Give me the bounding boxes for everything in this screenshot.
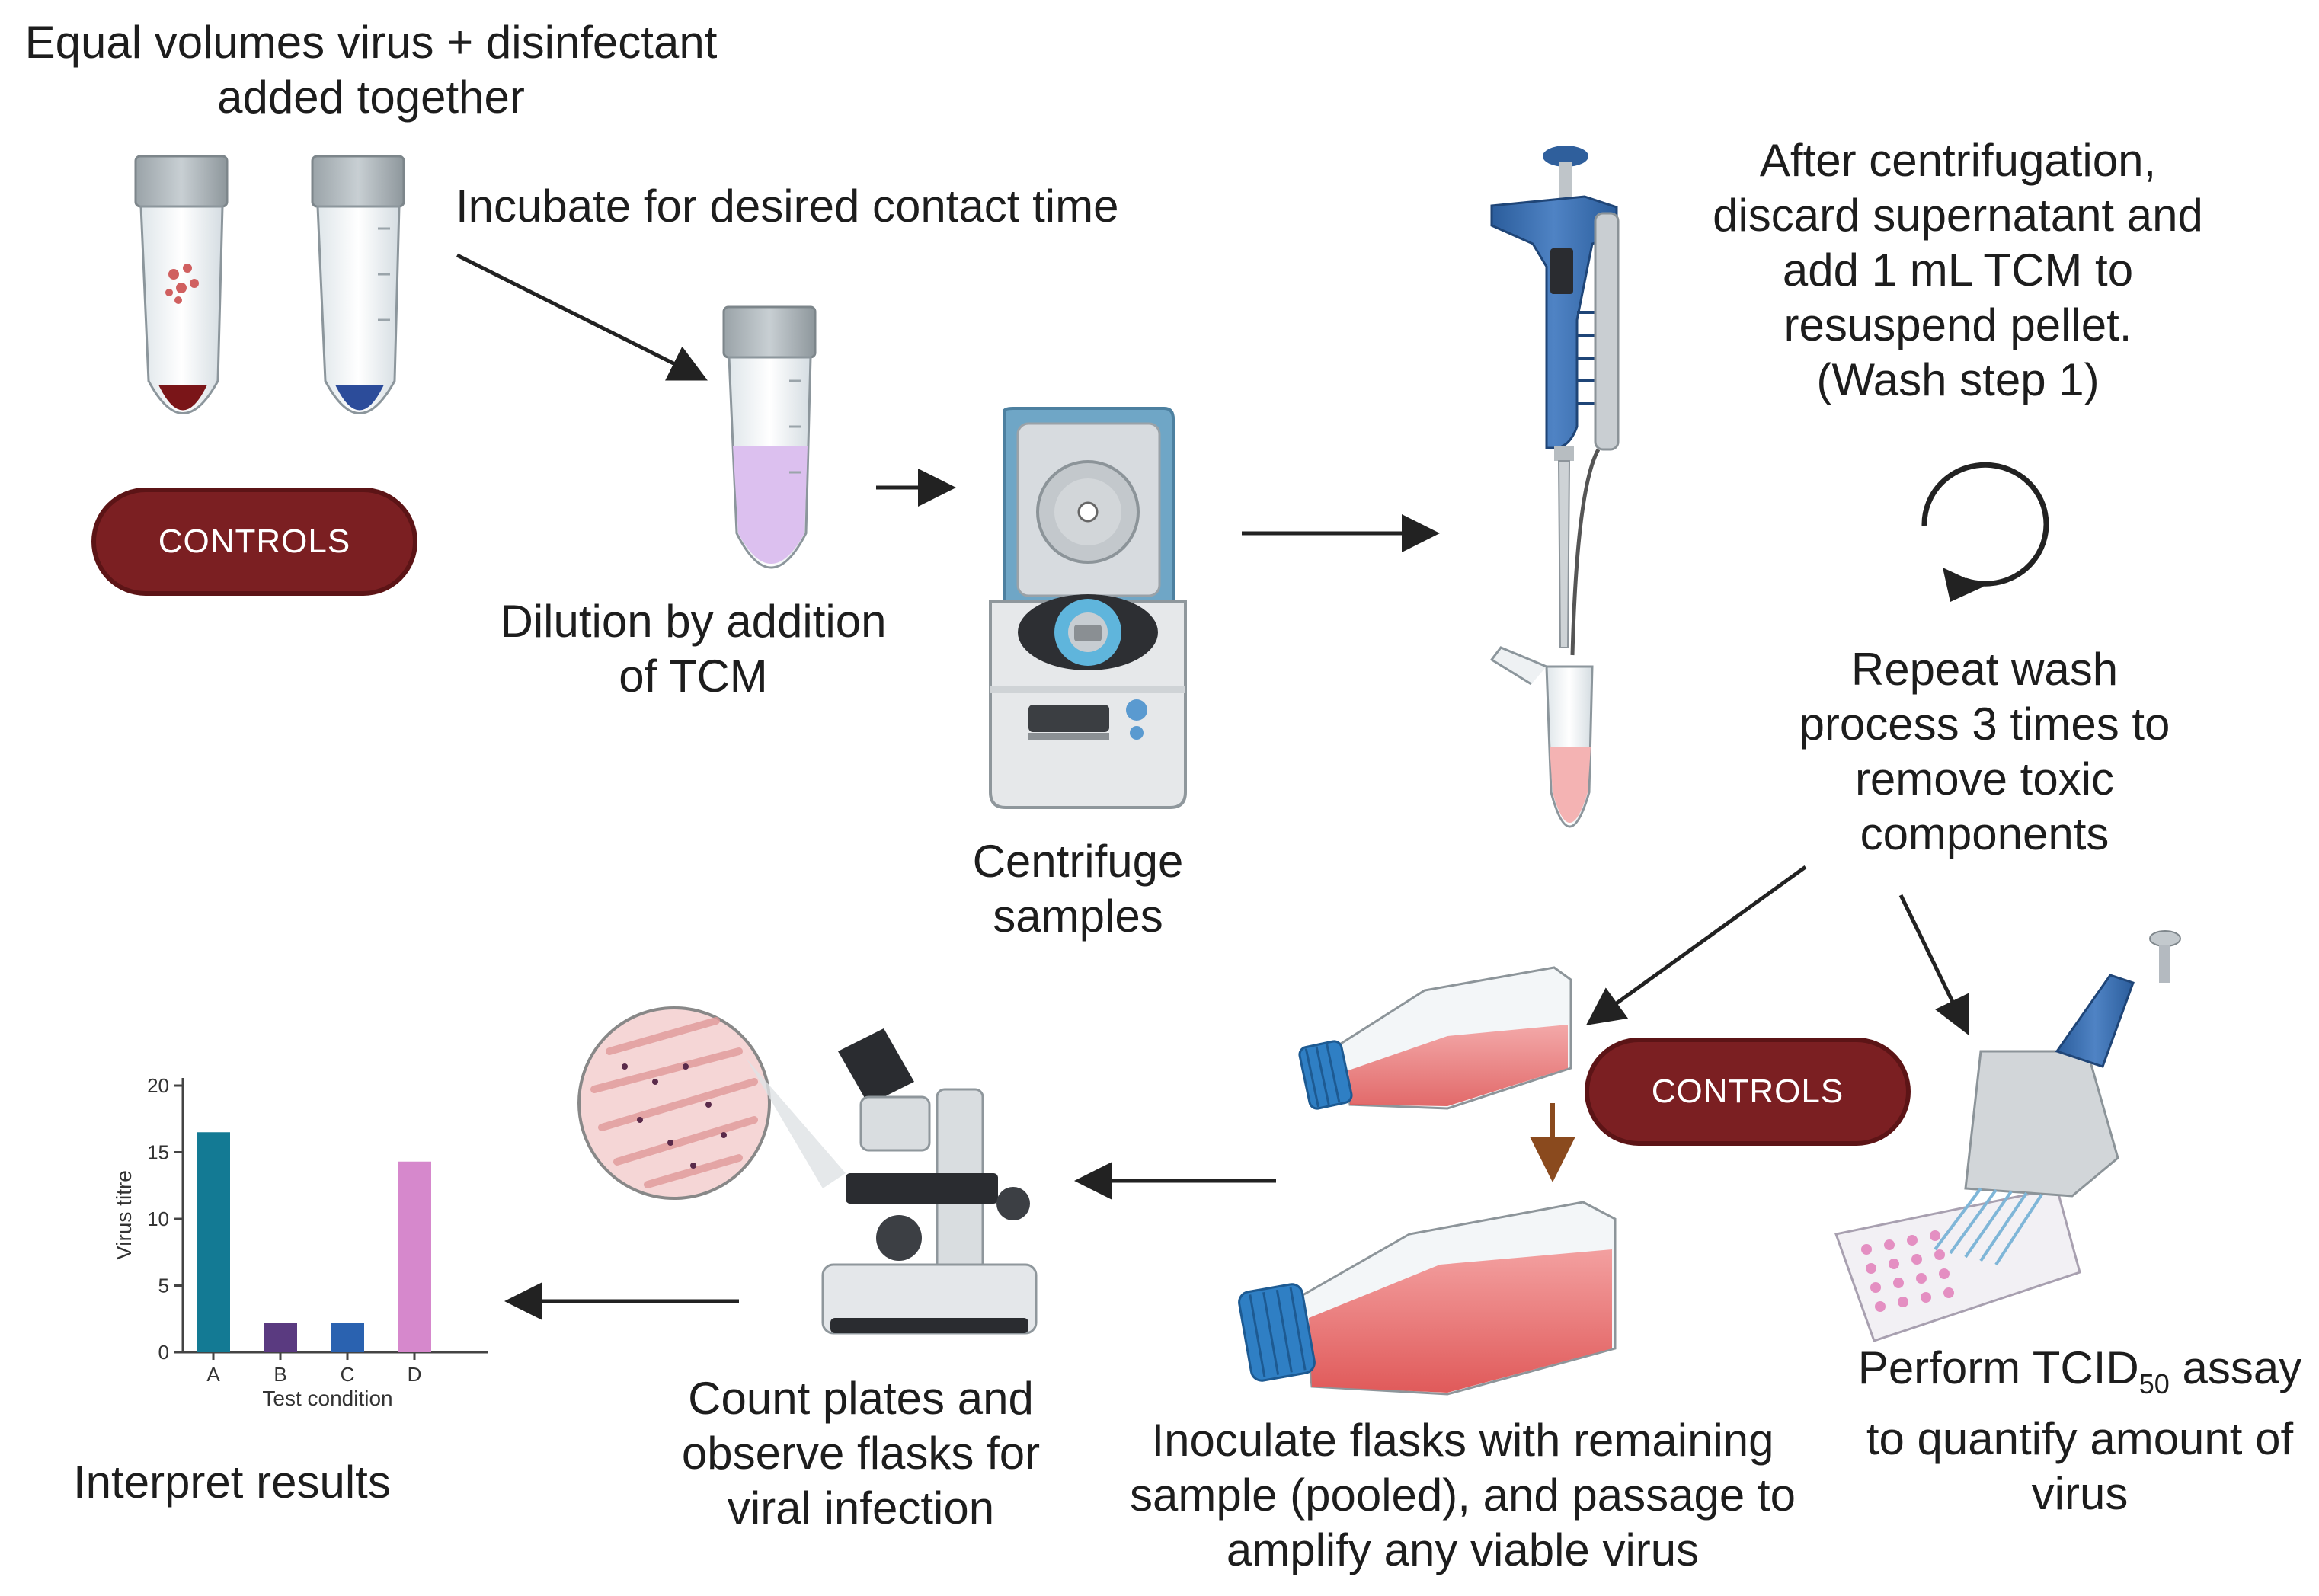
centrifuge-label: Centrifuge samples (972, 836, 1184, 942)
bar-A (197, 1132, 230, 1352)
interpret-results-label: Interpret results (73, 1457, 391, 1508)
repeat-wash-label: Repeat wash process 3 times to remove to… (1799, 644, 2170, 859)
pipette-icon (1489, 146, 1620, 828)
y-tick-label: 5 (158, 1275, 169, 1297)
arrow-to-flask (1585, 865, 1807, 1025)
bar-D (398, 1161, 431, 1352)
controls-badge-bottom: CONTROLS (1585, 1038, 1911, 1146)
chart-ylabel: Virus titre (112, 1170, 136, 1260)
equal-volumes-label: Equal volumes virus + disinfectant added… (24, 17, 718, 123)
large-flask-icon (1238, 1201, 1617, 1396)
after-centrifugation-label: After centrifugation, discard supernatan… (1713, 135, 2203, 405)
bar-C (331, 1323, 364, 1352)
multichannel-pipette-icon (1834, 930, 2181, 1342)
y-tick-label: 10 (147, 1207, 169, 1230)
perform-assay-line-1: Perform TCID50 assay (1857, 1342, 2302, 1399)
disinfectant-tube-icon (311, 155, 405, 414)
count-plates-label: Count plates and observe flasks for vira… (681, 1373, 1041, 1534)
dilution-label: Dilution by addition of TCM (500, 596, 887, 702)
x-tick-label: B (273, 1363, 286, 1386)
incubate-label: Incubate for desired contact time (456, 181, 1119, 232)
results-chart: 0 5 10 15 20 A B C D Test condition Virus titre (112, 1074, 488, 1410)
repeat-arrow-icon (1921, 462, 2049, 602)
x-tick-label: D (408, 1363, 422, 1386)
arrow-to-assay (1898, 894, 1970, 1035)
x-tick-label: C (341, 1363, 355, 1386)
flow-arrows (456, 253, 1970, 1320)
y-tick-label: 15 (147, 1141, 169, 1164)
centrifuge-icon (989, 407, 1187, 809)
microscope-icon (577, 1006, 1038, 1335)
bar-B (264, 1323, 297, 1352)
small-flask-icon (1298, 966, 1572, 1110)
arrow-to-dilution (456, 253, 708, 381)
x-tick-label: A (206, 1363, 220, 1386)
virus-tube-icon (134, 155, 229, 414)
inoculate-label: Inoculate flasks with remaining sample (… (1130, 1415, 1796, 1575)
perform-assay-label: Perform TCID50 assay to quantify amount … (1828, 1341, 2319, 1521)
y-tick-label: 0 (158, 1341, 169, 1364)
y-tick-label: 20 (147, 1074, 169, 1097)
controls-badge-top: CONTROLS (91, 488, 417, 596)
chart-xlabel: Test condition (262, 1387, 392, 1410)
dilution-tube-icon (722, 305, 817, 569)
